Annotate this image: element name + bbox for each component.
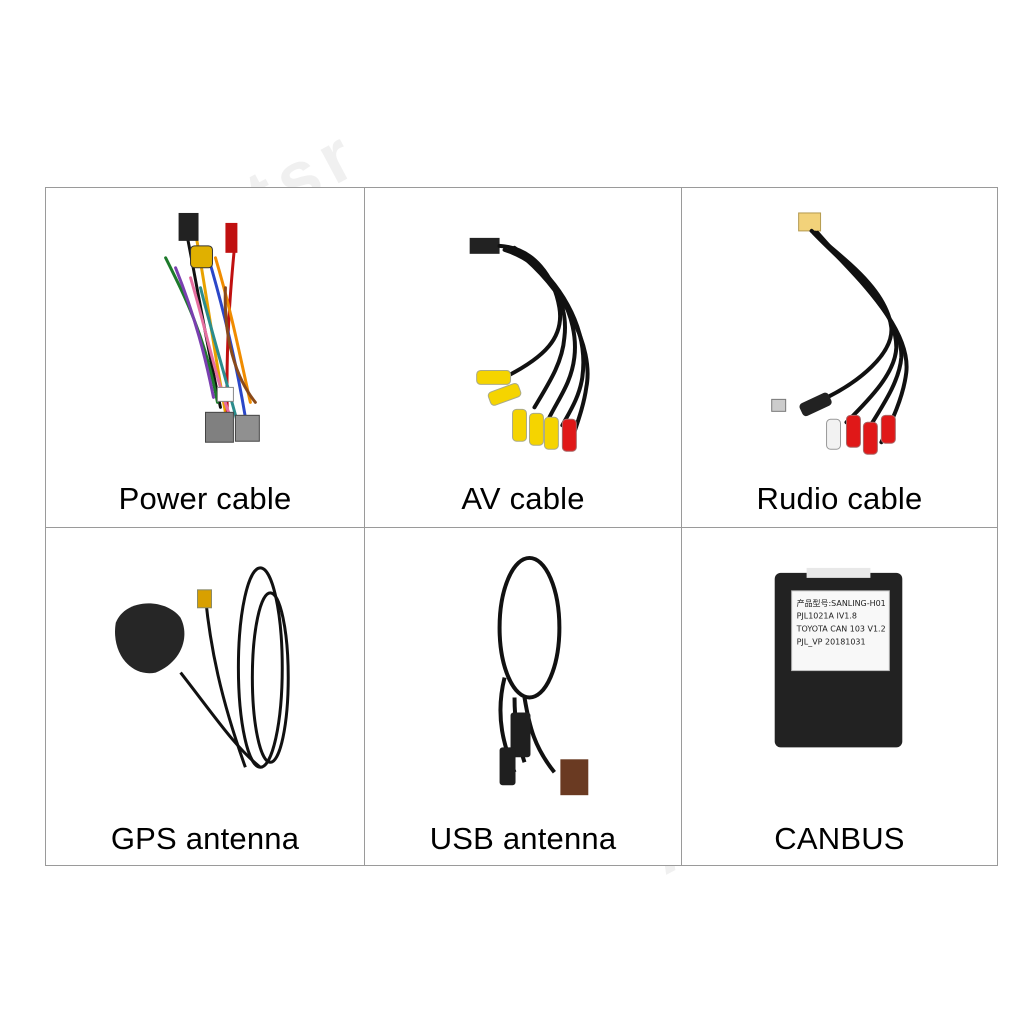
product-cell-power-cable: Power cable	[46, 188, 365, 528]
item-label: USB antenna	[429, 821, 617, 856]
product-cell-canbus: 产品型号:SANLING-H01 PJL1021A IV1.8 TOYOTA C…	[682, 528, 998, 866]
product-grid: Power cable AV cable	[45, 187, 998, 866]
item-label: Power cable	[118, 481, 292, 516]
product-cell-rudio-cable: Rudio cable	[682, 188, 998, 528]
product-cell-av-cable: AV cable	[365, 188, 682, 528]
canbus-label-line4: PJL_VP 20181031	[797, 638, 866, 647]
audio-rca-cable-icon	[771, 212, 909, 455]
av-rca-cable-icon	[469, 237, 590, 452]
item-label: Rudio cable	[756, 481, 923, 516]
product-cell-gps-antenna: GPS antenna	[46, 528, 365, 866]
product-cell-usb-antenna: USB antenna	[365, 528, 682, 866]
usb-cable-icon	[497, 555, 589, 796]
canbus-label-line1: 产品型号:SANLING-H01	[797, 598, 886, 608]
item-label: CANBUS	[774, 821, 905, 856]
canbus-label-line2: PJL1021A IV1.8	[797, 612, 857, 621]
canbus-box-icon: 产品型号:SANLING-H01 PJL1021A IV1.8 TOYOTA C…	[774, 567, 903, 748]
gps-antenna-icon	[115, 566, 290, 769]
canbus-label-line3: TOYOTA CAN 103 V1.2	[796, 625, 886, 634]
item-label: GPS antenna	[110, 821, 300, 856]
item-label: AV cable	[461, 481, 585, 516]
power-cable-harness-icon	[164, 212, 260, 443]
